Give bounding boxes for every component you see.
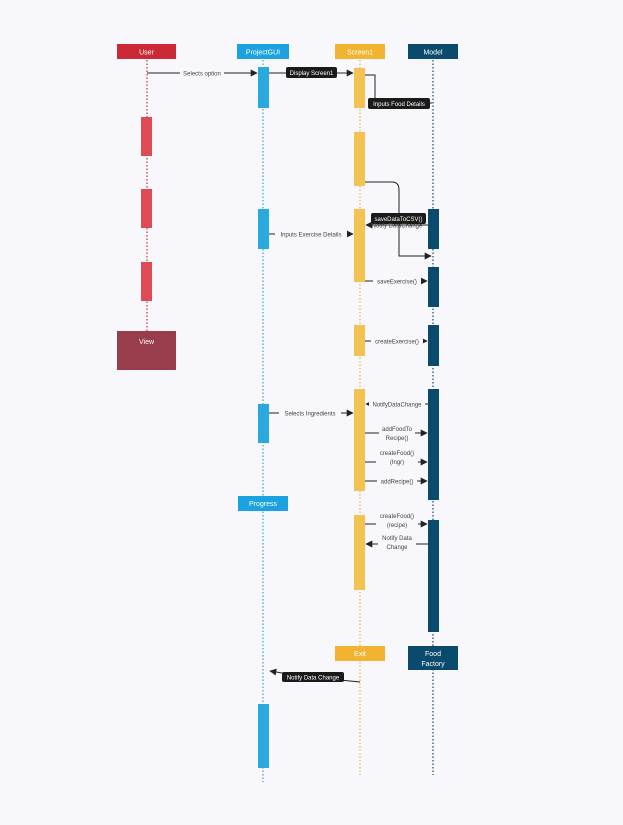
- label-bg-add-recipe: [377, 476, 417, 486]
- gui-activation-4: [258, 704, 269, 768]
- exit-box-label: Exit: [354, 651, 366, 658]
- model-header-label: Model: [423, 50, 443, 57]
- label-notify-data-change-1: Notify DataChange: [372, 224, 423, 230]
- screen-header-label: Screen1: [347, 50, 373, 57]
- screen-activation-3: [354, 209, 365, 282]
- model-activation-4: [428, 389, 439, 500]
- gui-header: [237, 44, 289, 59]
- label-bg-save-exercise: [373, 276, 421, 286]
- tag-save-data-to-csv: [371, 213, 426, 224]
- user-header-label: User: [139, 50, 154, 57]
- user-activation-3: [141, 262, 152, 301]
- label-create-food-recipe-2: (recipe): [387, 523, 407, 529]
- screen-activation-2: [354, 132, 365, 186]
- view-box-label: View: [139, 339, 155, 346]
- arrow-save-data-to-csv: [365, 181, 432, 260]
- tag-display-screen1: [286, 67, 337, 78]
- user-activation-1: [141, 117, 152, 156]
- screen-activation-4: [354, 325, 365, 356]
- label-bg-selects-ingredients: [279, 408, 341, 418]
- model-activation-2: [428, 267, 439, 307]
- label-notify-data-change-3-1: Notify Data: [382, 536, 412, 542]
- label-bg-selects-option: [180, 68, 224, 78]
- label-bg-create-exercise: [371, 336, 423, 346]
- model-activation-1: [428, 209, 439, 249]
- label-bg-inputs-exercise-details: [275, 229, 347, 239]
- label-selects-option: Selects option: [183, 72, 221, 78]
- label-create-food-ingr-1: createFood(): [380, 451, 414, 457]
- progress-box: [238, 496, 288, 511]
- label-create-exercise: createExercise(): [375, 340, 419, 346]
- view-box: [117, 331, 176, 370]
- label-inputs-food-details: Inputs Food Details: [373, 102, 425, 108]
- screen-activation-1: [354, 68, 365, 108]
- label-notify-data-change-3-2: Change: [386, 545, 408, 551]
- gui-activation-3: [258, 404, 269, 443]
- label-bg-notify-data-change-2: [369, 399, 425, 409]
- label-notify-data-change-2: NotifyDataChange: [372, 403, 422, 409]
- user-activation-2: [141, 189, 152, 228]
- label-inputs-exercise-details: Inputs Exercise Details: [280, 233, 341, 239]
- progress-box-label: Progress: [249, 501, 278, 508]
- model-activation-5: [428, 520, 439, 632]
- label-bg-add-food-to-recipe: [379, 424, 415, 443]
- label-selects-ingredients: Selects Ingredients: [284, 412, 335, 418]
- label-create-food-recipe-1: createFood(): [380, 514, 414, 520]
- food-factory-box: [408, 646, 458, 670]
- label-bg-notify-data-change-3: [378, 533, 416, 552]
- food-factory-label-1: Food: [425, 651, 441, 658]
- label-bg-create-food-ingr: [376, 448, 418, 467]
- label-add-recipe: addRecipe(): [381, 480, 414, 486]
- label-create-food-ingr-2: (Ingr): [390, 460, 404, 466]
- gui-activation-1: [258, 67, 269, 108]
- model-header: [408, 44, 458, 59]
- label-add-food-to-recipe-2: Recipe(): [386, 436, 409, 442]
- user-header: [117, 44, 176, 59]
- screen-activation-6: [354, 515, 365, 590]
- label-save-exercise: saveExercise(): [377, 280, 417, 286]
- screen-activation-5: [354, 389, 365, 491]
- label-notify-data-change-4: Notify Data Change: [287, 676, 340, 682]
- food-factory-label-2: Factory: [421, 661, 445, 668]
- gui-activation-2: [258, 209, 269, 249]
- label-bg-create-food-recipe: [376, 511, 418, 530]
- label-save-data-to-csv: saveDataToCSV(): [374, 217, 422, 223]
- gui-header-label: ProjectGUI: [246, 50, 280, 57]
- tag-inputs-food-details: [368, 98, 430, 109]
- label-add-food-to-recipe-1: addFoodTo: [382, 427, 413, 433]
- tag-notify-data-change-4: [282, 672, 344, 682]
- model-activation-3: [428, 325, 439, 366]
- screen-header: [335, 44, 385, 59]
- exit-box: [335, 646, 385, 661]
- label-display-screen1: Display Screen1: [290, 71, 334, 77]
